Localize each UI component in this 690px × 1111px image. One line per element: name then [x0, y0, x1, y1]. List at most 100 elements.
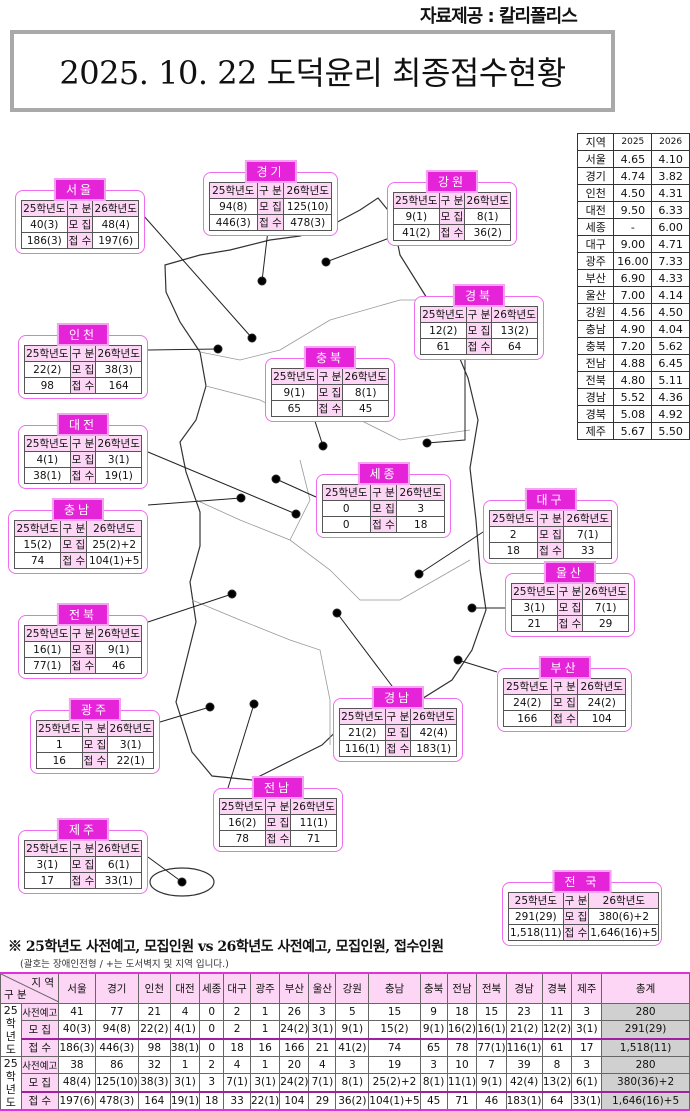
- cell-r26: 7(1): [563, 526, 612, 543]
- value-cell: 38(3): [137, 1073, 171, 1093]
- value-cell: 291(29): [601, 1020, 690, 1040]
- value-cell: 48(4): [58, 1073, 96, 1093]
- cell-cat: 구 분: [60, 520, 88, 537]
- value-cell: 3: [419, 1055, 448, 1075]
- cell-a26: 33: [563, 542, 612, 559]
- cell-r26: 13(2): [491, 322, 538, 339]
- cell-rec: 모 집: [256, 198, 285, 215]
- region-label: 전남: [251, 776, 305, 799]
- value-cell: 3: [308, 1002, 337, 1022]
- cell-rec: 모 집: [69, 856, 97, 873]
- cell-rec: 모 집: [384, 724, 412, 741]
- cell-a26: 104(1)+5: [86, 552, 142, 569]
- cell-y25: 25학년도: [339, 708, 386, 725]
- location-dot-marker: [227, 589, 237, 599]
- region-label: 경남: [371, 686, 425, 709]
- cell-rec: 모 집: [69, 641, 97, 658]
- region-label: 전북: [56, 603, 110, 626]
- ratio-region: 충북: [576, 337, 615, 355]
- value-cell: 41(2): [335, 1038, 370, 1057]
- cell-r26: 38(3): [95, 361, 142, 378]
- cell-r26: 6(1): [95, 856, 142, 873]
- cell-r25: 3(1): [24, 856, 71, 873]
- cell-app: 접 수: [69, 377, 97, 394]
- leader-line: [426, 350, 466, 444]
- cell-cat: 구 분: [465, 306, 493, 323]
- ratio-region: 충남: [576, 320, 615, 338]
- value-cell: 38: [58, 1055, 96, 1075]
- cell-r25: 15(2): [13, 536, 62, 553]
- group-label: 25 학년 도: [0, 1056, 22, 1111]
- ratio-header: 2025: [613, 133, 653, 151]
- value-cell: 6(1): [571, 1073, 603, 1093]
- cell-a25: 166: [503, 710, 552, 727]
- value-cell: 19(1): [169, 1091, 201, 1111]
- cell-y26: 26학년도: [588, 892, 660, 909]
- value-cell: 5: [335, 1002, 370, 1022]
- value-cell: 16(2): [446, 1020, 478, 1040]
- cell-a25: 116(1): [339, 740, 386, 757]
- region-label: 대전: [56, 413, 110, 436]
- region-label: 인천: [56, 323, 110, 346]
- ratio-row: 세종-6.00: [576, 218, 690, 236]
- region-label: 제주: [56, 818, 110, 841]
- value-cell: 26: [279, 1002, 310, 1022]
- ratio-value: 4.56: [613, 303, 653, 321]
- value-cell: 104(1)+5: [368, 1091, 421, 1111]
- page-title: 2025. 10. 22 도덕윤리 최종접수현황: [59, 54, 566, 92]
- value-cell: 0: [199, 1038, 225, 1057]
- leader-line: [147, 451, 297, 515]
- cell-app: 접 수: [369, 516, 398, 533]
- column-header: 부산: [279, 972, 310, 1004]
- value-cell: 18: [223, 1038, 251, 1057]
- column-header: 경북: [541, 972, 573, 1004]
- value-cell: 71: [446, 1091, 478, 1111]
- cell-cat: 구 분: [556, 583, 584, 600]
- cell-app: 접 수: [264, 830, 292, 847]
- cell-r26: 25(2)+2: [86, 536, 142, 553]
- value-cell: 78: [446, 1038, 478, 1057]
- value-cell: 0: [199, 1002, 225, 1022]
- value-cell: 164: [137, 1091, 171, 1111]
- cell-y25: 25학년도: [13, 520, 62, 537]
- value-cell: 10: [446, 1055, 478, 1075]
- column-header: 광주: [249, 972, 281, 1004]
- cell-cat: 구 분: [384, 708, 412, 725]
- ratio-value: 4.10: [651, 150, 690, 168]
- ratio-value: 3.82: [651, 167, 690, 185]
- value-cell: 20: [279, 1055, 310, 1075]
- cell-r25: 16(2): [219, 814, 266, 831]
- cell-rec: 모 집: [550, 694, 579, 711]
- cell-y26: 26학년도: [563, 510, 612, 527]
- value-cell: 33(1): [571, 1091, 603, 1111]
- ratio-region: 대구: [576, 235, 615, 253]
- cell-r25: 3(1): [511, 599, 558, 616]
- cell-y25: 25학년도: [511, 583, 558, 600]
- value-cell: 197(6): [58, 1091, 96, 1111]
- value-cell: 7(1): [223, 1073, 251, 1093]
- cell-y25: 25학년도: [24, 625, 71, 642]
- column-header: 경기: [94, 972, 139, 1004]
- cell-rec: 모 집: [60, 536, 88, 553]
- value-cell: 3(1): [169, 1073, 201, 1093]
- cell-r25: 1: [36, 736, 83, 753]
- cell-r25: 0: [322, 500, 371, 517]
- cell-y25: 25학년도: [21, 200, 68, 217]
- ratio-value: 4.33: [651, 269, 690, 287]
- cell-cat: 구 분: [316, 368, 344, 385]
- cell-cat: 구 분: [536, 510, 565, 527]
